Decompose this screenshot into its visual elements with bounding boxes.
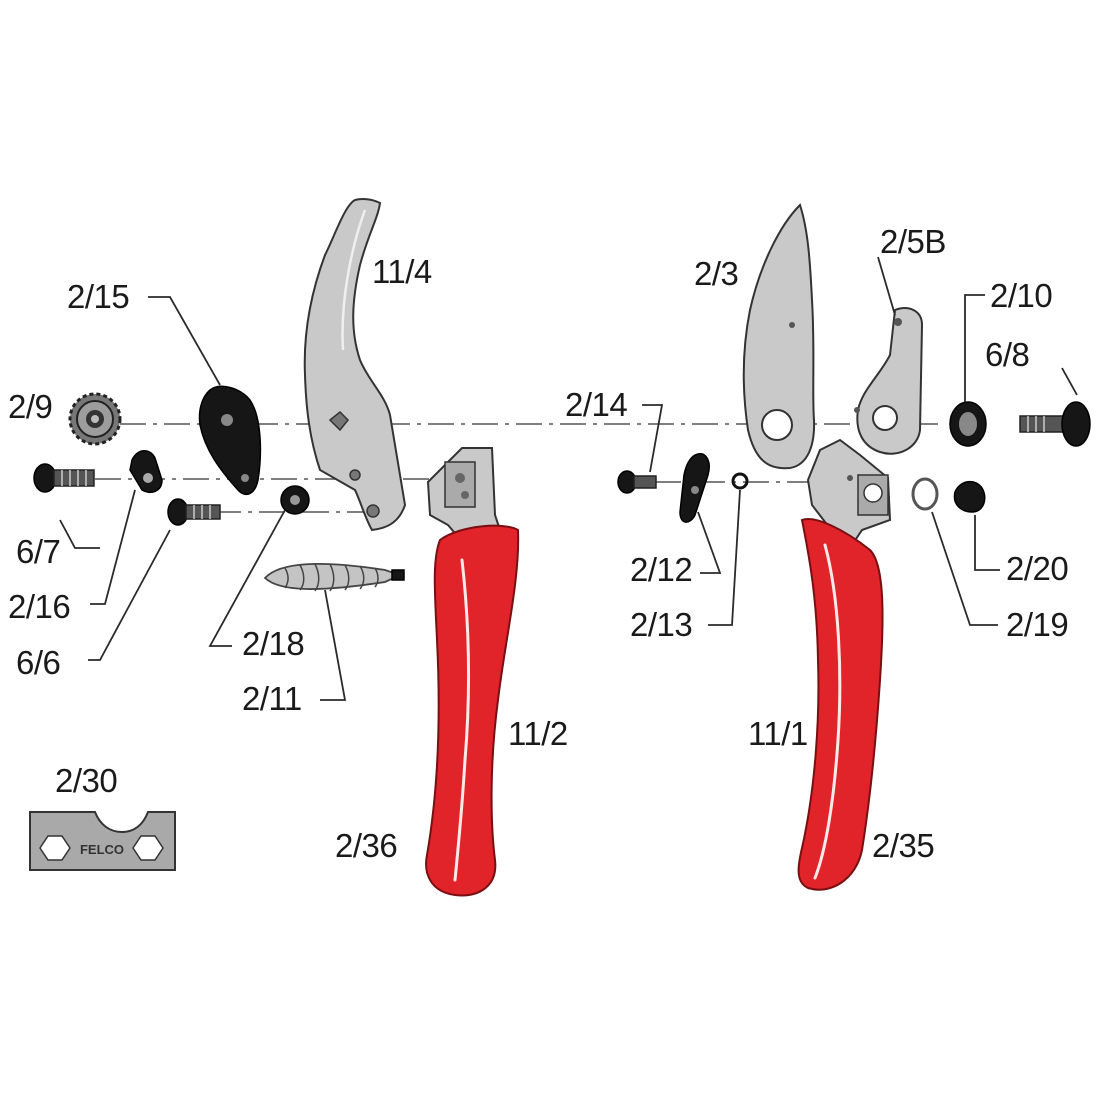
label-2-10: 2/10 — [990, 277, 1052, 314]
part-2-30-wrench: FELCO — [29, 811, 176, 871]
part-2-14-screw — [617, 470, 657, 494]
label-2-5b: 2/5B — [880, 223, 946, 260]
part-6-7-bolt — [33, 463, 95, 493]
part-11-2-handle — [425, 447, 520, 897]
part-2-16-lock-clip — [129, 450, 163, 493]
label-2-18: 2/18 — [242, 625, 304, 662]
label-2-35: 2/35 — [872, 827, 934, 864]
label-2-30: 2/30 — [55, 762, 117, 799]
part-2-11-spring — [263, 562, 405, 592]
label-11-2: 11/2 — [508, 715, 568, 752]
label-2-11: 2/11 — [242, 680, 302, 717]
part-6-6-bolt — [167, 498, 221, 526]
part-6-8-bolt — [1019, 401, 1091, 447]
label-2-9: 2/9 — [8, 388, 52, 425]
label-2-13: 2/13 — [630, 606, 692, 643]
label-6-7: 6/7 — [16, 533, 60, 570]
label-2-20: 2/20 — [1006, 550, 1068, 587]
part-2-9-adjustment-wheel — [68, 392, 122, 446]
label-2-15: 2/15 — [67, 278, 129, 315]
label-2-16: 2/16 — [8, 588, 70, 625]
label-11-1: 11/1 — [748, 715, 808, 752]
part-2-20-cap — [953, 480, 986, 513]
part-2-18-nut — [280, 485, 310, 515]
label-6-8: 6/8 — [985, 336, 1029, 373]
part-11-4-anvil-blade — [303, 198, 407, 532]
leader-lines — [59, 256, 1078, 701]
label-11-4: 11/4 — [372, 253, 432, 290]
part-2-3-cutting-blade — [742, 203, 816, 470]
label-2-12: 2/12 — [630, 551, 692, 588]
label-2-19: 2/19 — [1006, 606, 1068, 643]
part-2-13-washer — [731, 472, 749, 490]
label-2-14: 2/14 — [565, 386, 627, 423]
part-2-10-bushing — [949, 401, 987, 447]
part-2-19-ring — [911, 477, 939, 511]
part-2-5b-bracket — [854, 307, 924, 455]
label-2-36: 2/36 — [335, 827, 397, 864]
part-2-15-cover-plate — [198, 385, 262, 496]
part-2-12-latch — [679, 453, 710, 523]
part-11-1-handle — [797, 438, 892, 891]
label-6-6: 6/6 — [16, 644, 60, 681]
label-2-3: 2/3 — [694, 255, 738, 292]
wrench-engraving: FELCO — [80, 842, 124, 857]
